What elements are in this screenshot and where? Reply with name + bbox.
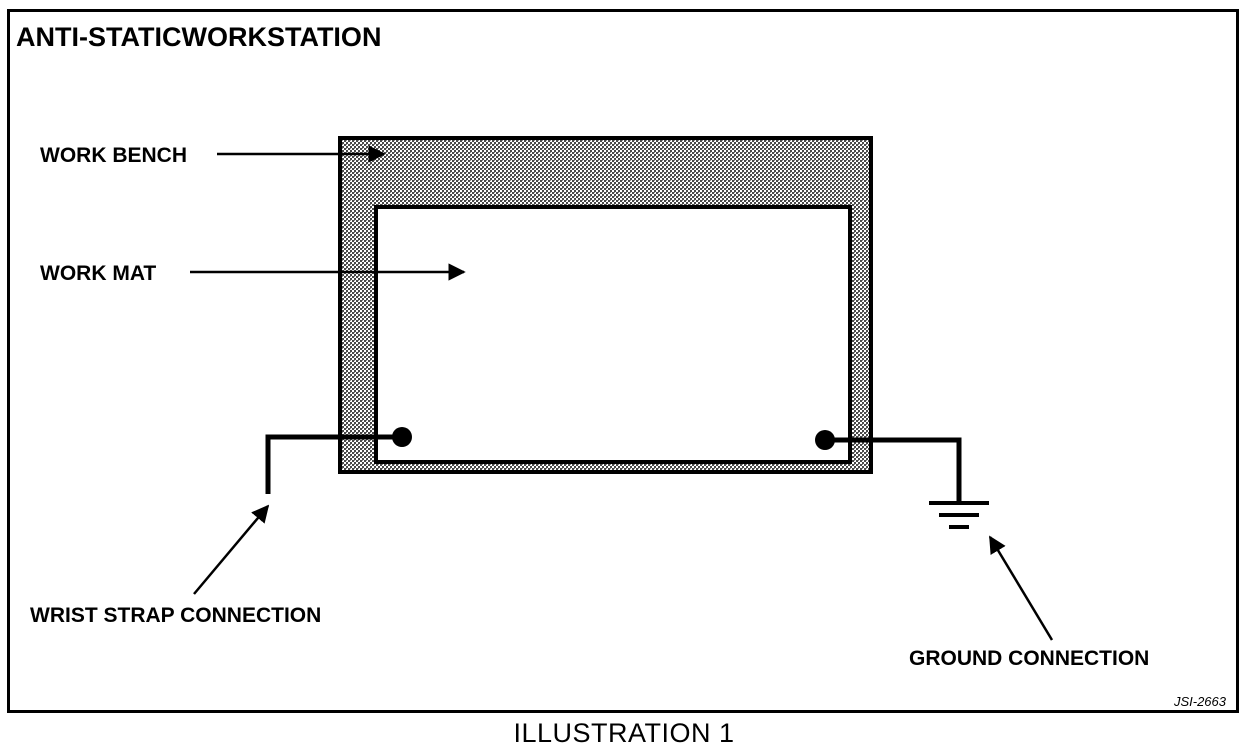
wrist-strap-lead bbox=[265, 427, 412, 494]
diagram-title: ANTI-STATICWORKSTATION bbox=[16, 22, 381, 52]
wrist-strap-label: WRIST STRAP CONNECTION bbox=[30, 604, 321, 627]
ground-symbol-icon bbox=[929, 501, 989, 529]
ground-lead bbox=[815, 430, 962, 502]
work-mat bbox=[374, 205, 852, 464]
work-mat-label: WORK MAT bbox=[40, 262, 156, 285]
drawing-code: JSI-2663 bbox=[1173, 694, 1227, 709]
work-bench-label: WORK BENCH bbox=[40, 144, 187, 167]
illustration-caption: ILLUSTRATION 1 bbox=[513, 718, 735, 748]
diagram-frame bbox=[7, 9, 1239, 713]
wrist-strap-arrow bbox=[193, 504, 270, 595]
ground-connection-label: GROUND CONNECTION bbox=[909, 647, 1149, 670]
ground-connection-arrow bbox=[988, 535, 1054, 641]
work-bench bbox=[338, 136, 873, 474]
